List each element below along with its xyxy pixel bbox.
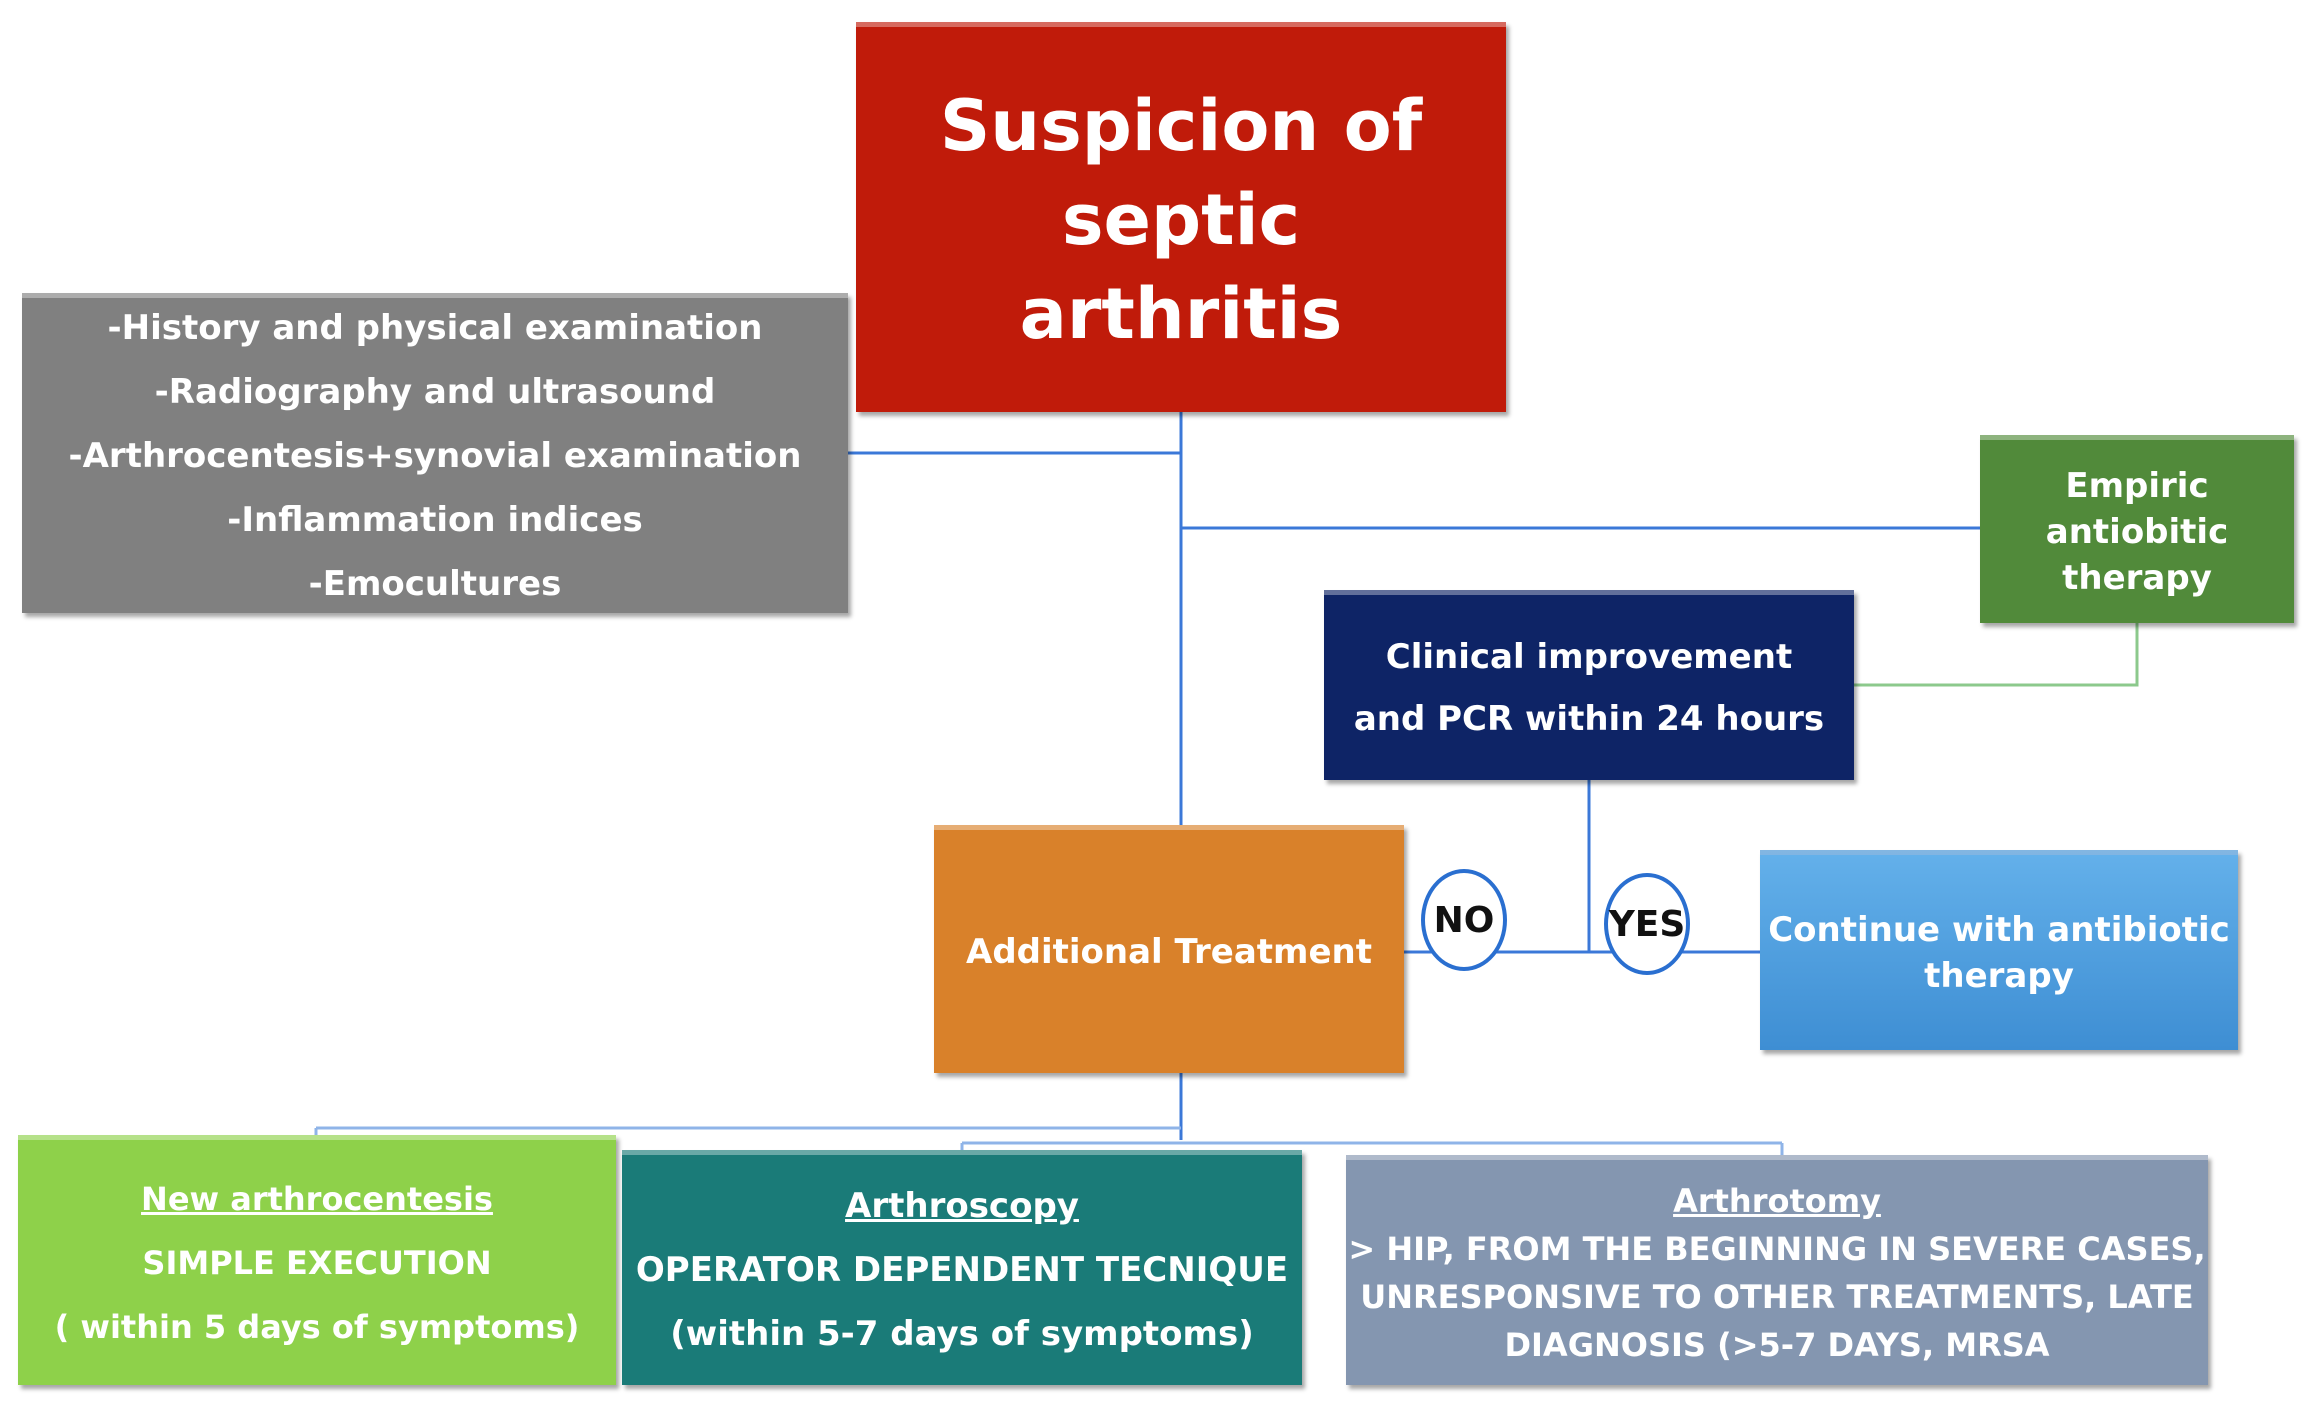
diagnostic-item: -Emocultures	[308, 563, 562, 604]
diagnostic-item: -History and physical examination	[107, 307, 763, 348]
arthroscopy-line-2: (within 5-7 days of symptoms)	[670, 1314, 1254, 1354]
diagnostic-item: -Arthrocentesis+synovial examination	[68, 435, 802, 476]
additional-label: Additional Treatment	[966, 931, 1372, 972]
arthroscopy-box: Arthroscopy OPERATOR DEPENDENT TECNIQUE …	[622, 1150, 1302, 1385]
arthroscopy-line-1: OPERATOR DEPENDENT TECNIQUE	[635, 1250, 1289, 1290]
arthrotomy-box: Arthrotomy > HIP, FROM THE BEGINNING IN …	[1346, 1155, 2208, 1385]
no-decision-badge: NO	[1421, 869, 1507, 971]
title-line-2: arthritis	[1019, 272, 1343, 355]
new-arthrocentesis-line-1: SIMPLE EXECUTION	[142, 1243, 492, 1282]
clinical-line-1: Clinical improvement	[1385, 636, 1793, 677]
diagnostic-item: -Radiography and ultrasound	[154, 371, 716, 412]
continue-line-1: Continue with antibiotic	[1768, 909, 2230, 950]
new-arthrocentesis-line-2: ( within 5 days of symptoms)	[54, 1307, 580, 1346]
empiric-therapy-box: Empiric antiobitic therapy	[1980, 435, 2294, 623]
diagnostics-box: -History and physical examination -Radio…	[22, 293, 848, 613]
yes-decision-badge: YES	[1604, 873, 1690, 975]
new-arthrocentesis-heading: New arthrocentesis	[141, 1179, 493, 1218]
empiric-line-2: therapy	[2062, 557, 2212, 598]
continue-line-2: therapy	[1924, 955, 2074, 996]
additional-treatment-box: Additional Treatment	[934, 825, 1404, 1073]
continue-antibiotic-box: Continue with antibiotic therapy	[1760, 850, 2238, 1050]
arthrotomy-line-3: DIAGNOSIS (>5-7 DAYS, MRSA	[1504, 1325, 2050, 1364]
arthroscopy-heading: Arthroscopy	[845, 1186, 1079, 1226]
clinical-improvement-box: Clinical improvement and PCR within 24 h…	[1324, 590, 1854, 780]
arthrotomy-line-1: > HIP, FROM THE BEGINNING IN SEVERE CASE…	[1348, 1229, 2206, 1268]
arthrotomy-heading: Arthrotomy	[1673, 1181, 1881, 1220]
diagnostic-item: -Inflammation indices	[227, 499, 643, 540]
arthrotomy-line-2: UNRESPONSIVE TO OTHER TREATMENTS, LATE	[1360, 1277, 2194, 1316]
empiric-line-1: Empiric antiobitic	[2045, 465, 2229, 552]
new-arthrocentesis-box: New arthrocentesis SIMPLE EXECUTION ( wi…	[18, 1135, 616, 1385]
suspicion-title-box: Suspicion of septic arthritis	[856, 22, 1506, 412]
connector-empiric-to-clinical	[1854, 623, 2139, 687]
clinical-line-2: and PCR within 24 hours	[1353, 698, 1825, 739]
title-line-1: Suspicion of septic	[939, 84, 1423, 261]
